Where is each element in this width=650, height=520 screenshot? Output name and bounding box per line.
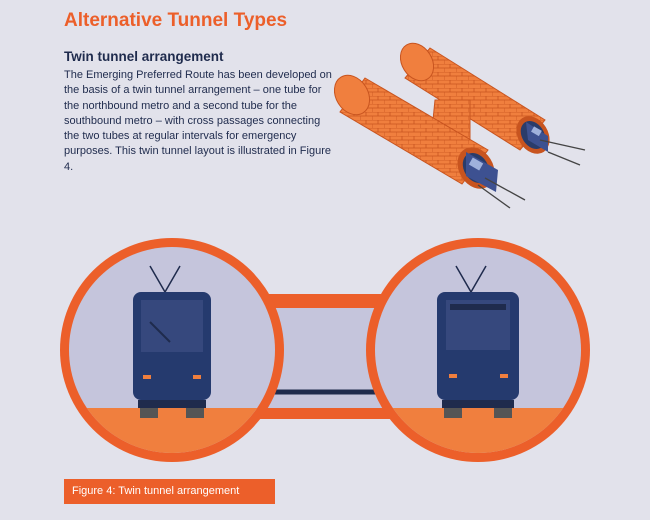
- right-train-shape: [437, 292, 519, 418]
- left-tunnel-section: [60, 238, 284, 462]
- right-tunnel-section: [366, 238, 590, 462]
- description-paragraph: The Emerging Preferred Route has been de…: [64, 69, 332, 173]
- page-title: Alternative Tunnel Types: [64, 10, 288, 31]
- upper-train-shape: [526, 122, 548, 152]
- rail-lines: [477, 139, 586, 209]
- section-subtitle: Twin tunnel arrangement: [64, 49, 224, 64]
- left-train-shape: [133, 292, 211, 418]
- figure-caption: Figure 4: Twin tunnel arrangement: [64, 479, 275, 504]
